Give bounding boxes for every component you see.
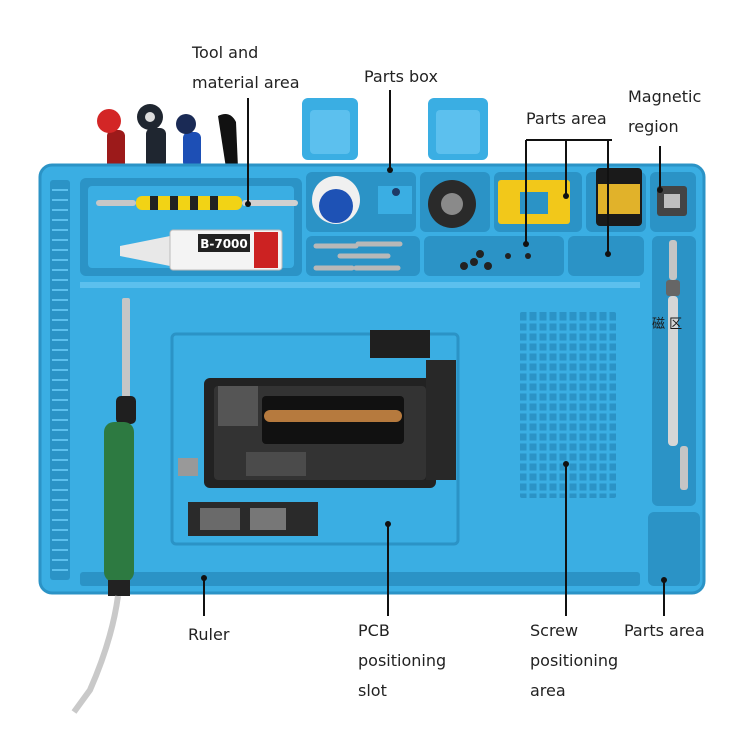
label-magnetic-region: Magnetic region [628, 87, 702, 136]
magnetic-zone-text: 磁 区 [652, 317, 682, 332]
soldering-iron-icon [71, 298, 136, 714]
label-parts-box: Parts box [364, 67, 438, 86]
phone-board-icon [178, 330, 456, 536]
label-tool-material-area: Tool and material area [192, 43, 300, 92]
label-parts-area-bottom: Parts area [624, 621, 705, 640]
label-pcb-slot: PCB positioning slot [358, 621, 447, 700]
glue-brand-text: B-7000 [200, 237, 248, 251]
screwdriver-icon [97, 104, 238, 170]
glue-tube-icon: B-7000 [120, 229, 283, 271]
spudger-icon [96, 196, 298, 210]
label-screw-area: Screw positioning area [530, 621, 619, 700]
label-parts-area-top: Parts area [526, 109, 607, 128]
label-ruler: Ruler [188, 625, 230, 644]
